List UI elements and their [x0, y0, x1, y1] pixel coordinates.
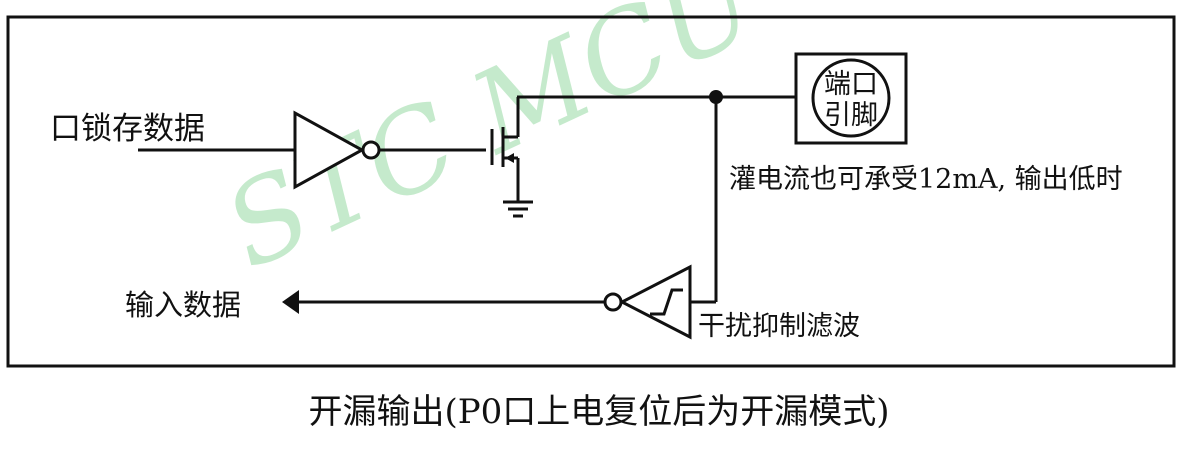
nmos-transistor [490, 97, 520, 202]
sink-current-label: 灌电流也可承受12mA, 输出低时 [729, 164, 1123, 195]
port-pin-label-line1: 端口 [824, 69, 878, 100]
latch-data-label: 口锁存数据 [50, 111, 205, 147]
ground-symbol [503, 200, 533, 218]
outer-frame [6, 15, 1176, 368]
input-data-label: 输入数据 [125, 288, 241, 322]
nmos-arrow [505, 153, 514, 163]
output-inverter [293, 110, 366, 190]
schmitt-trigger-buffer [618, 264, 692, 340]
noise-filter-label: 干扰抑制滤波 [698, 311, 860, 342]
port-pin-label-line2: 引脚 [824, 100, 878, 131]
schmitt-bubble [603, 292, 623, 312]
hysteresis-icon [650, 288, 683, 316]
input-data-arrow [282, 290, 299, 314]
diagram-caption: 开漏输出(P0口上电复位后为开漏模式) [308, 392, 889, 432]
inverter-bubble [361, 140, 381, 160]
port-pin-circle [811, 58, 891, 138]
